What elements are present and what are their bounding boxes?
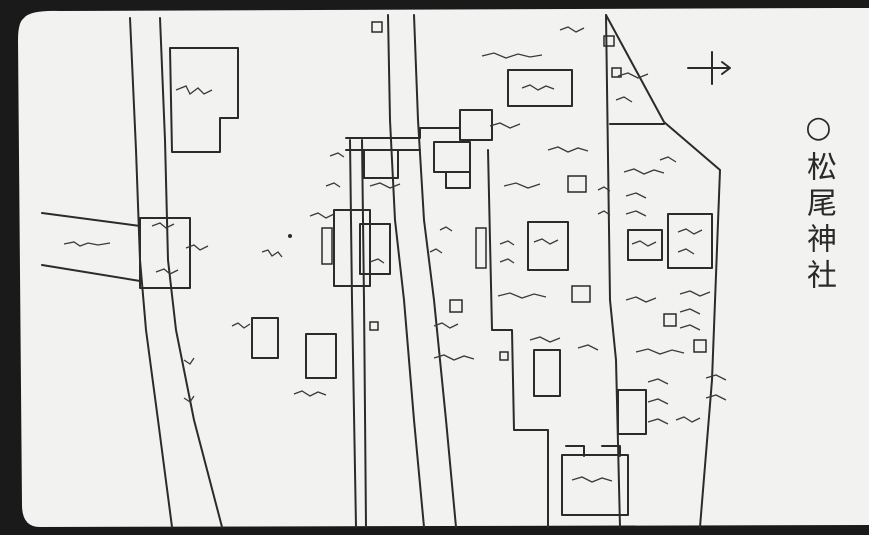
- hall-top: [507, 69, 573, 107]
- main-road-right-edge: [159, 17, 223, 528]
- main-road-left-edge: [129, 17, 173, 528]
- stream-left: [387, 14, 425, 528]
- gate-bottom: [561, 454, 629, 516]
- gate-building: [333, 209, 371, 287]
- hall-d: [627, 229, 663, 261]
- small-hall: [363, 149, 399, 179]
- main-hall-left: [527, 221, 569, 271]
- building-top-left: [169, 47, 239, 153]
- side-road: [41, 212, 141, 282]
- hall-g: [251, 317, 279, 359]
- paper: [18, 8, 869, 527]
- inner-gate: [359, 223, 391, 275]
- hall-h: [305, 333, 337, 379]
- gate-bottom-roof: [565, 445, 621, 457]
- hall-f: [617, 389, 647, 435]
- main-hall-right: [667, 213, 713, 269]
- road-2-left: [349, 139, 357, 528]
- hall-c: [445, 171, 471, 189]
- unreadable-handwritten-label: [63, 26, 727, 483]
- hall-e: [533, 349, 561, 397]
- compass-cross-icon: [687, 51, 731, 85]
- shrine-name-label: ○松尾神社: [801, 110, 836, 295]
- road-2-right: [361, 139, 367, 528]
- approach-top: [345, 127, 461, 139]
- gate-marker: [139, 217, 191, 289]
- precinct-wall: [487, 149, 549, 528]
- precinct-boundary: [605, 14, 721, 528]
- stream-right: [413, 14, 457, 528]
- precinct-wall-right: [605, 14, 621, 528]
